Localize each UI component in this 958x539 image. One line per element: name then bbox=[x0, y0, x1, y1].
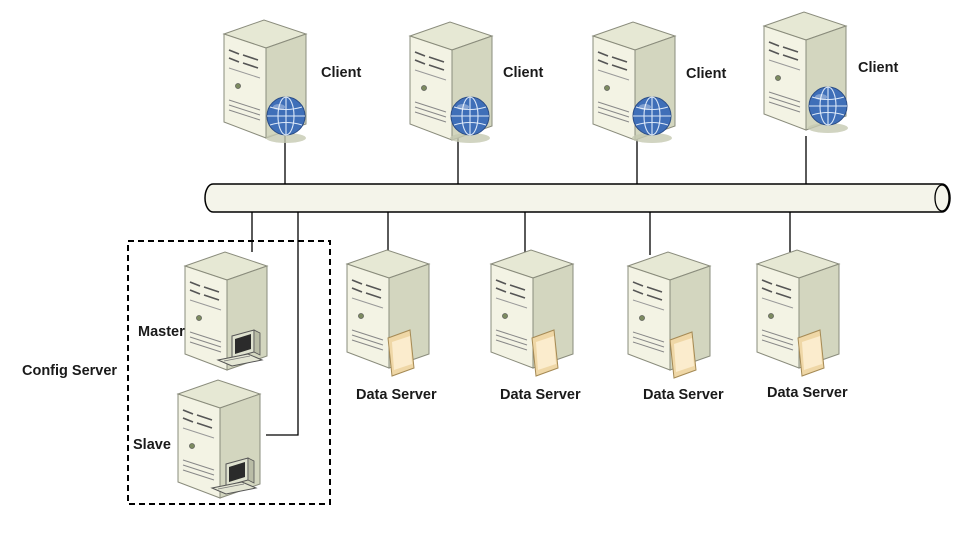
master-label: Master bbox=[138, 324, 185, 340]
client-label-2: Client bbox=[503, 65, 543, 81]
data-server-label-3: Data Server bbox=[643, 387, 724, 403]
client-label-3: Client bbox=[686, 66, 726, 82]
client-node-2 bbox=[409, 21, 493, 144]
client-label-4: Client bbox=[858, 60, 898, 76]
client-node-3 bbox=[592, 21, 676, 144]
document-icon bbox=[797, 329, 825, 377]
config-server-label: Config Server bbox=[22, 363, 117, 379]
globe-icon bbox=[265, 96, 307, 144]
globe-icon bbox=[807, 86, 849, 134]
data-server-node-1 bbox=[346, 249, 430, 377]
client-node-1 bbox=[223, 19, 307, 144]
connection-lines bbox=[251, 136, 807, 436]
config-master-server bbox=[184, 251, 268, 371]
network-bus bbox=[204, 183, 951, 213]
data-server-node-4 bbox=[756, 249, 840, 377]
data-server-node-3 bbox=[627, 251, 711, 379]
data-server-label-2: Data Server bbox=[500, 387, 581, 403]
data-server-label-4: Data Server bbox=[767, 385, 848, 401]
data-server-node-2 bbox=[490, 249, 574, 377]
data-server-label-1: Data Server bbox=[356, 387, 437, 403]
globe-icon bbox=[631, 96, 673, 144]
slave-label: Slave bbox=[133, 437, 171, 453]
globe-icon bbox=[449, 96, 491, 144]
client-node-4 bbox=[763, 11, 849, 134]
config-slave-server bbox=[177, 379, 261, 499]
document-icon bbox=[669, 331, 697, 379]
config-server-boundary bbox=[127, 240, 331, 505]
document-icon bbox=[387, 329, 415, 377]
client-label-1: Client bbox=[321, 65, 361, 81]
document-icon bbox=[531, 329, 559, 377]
